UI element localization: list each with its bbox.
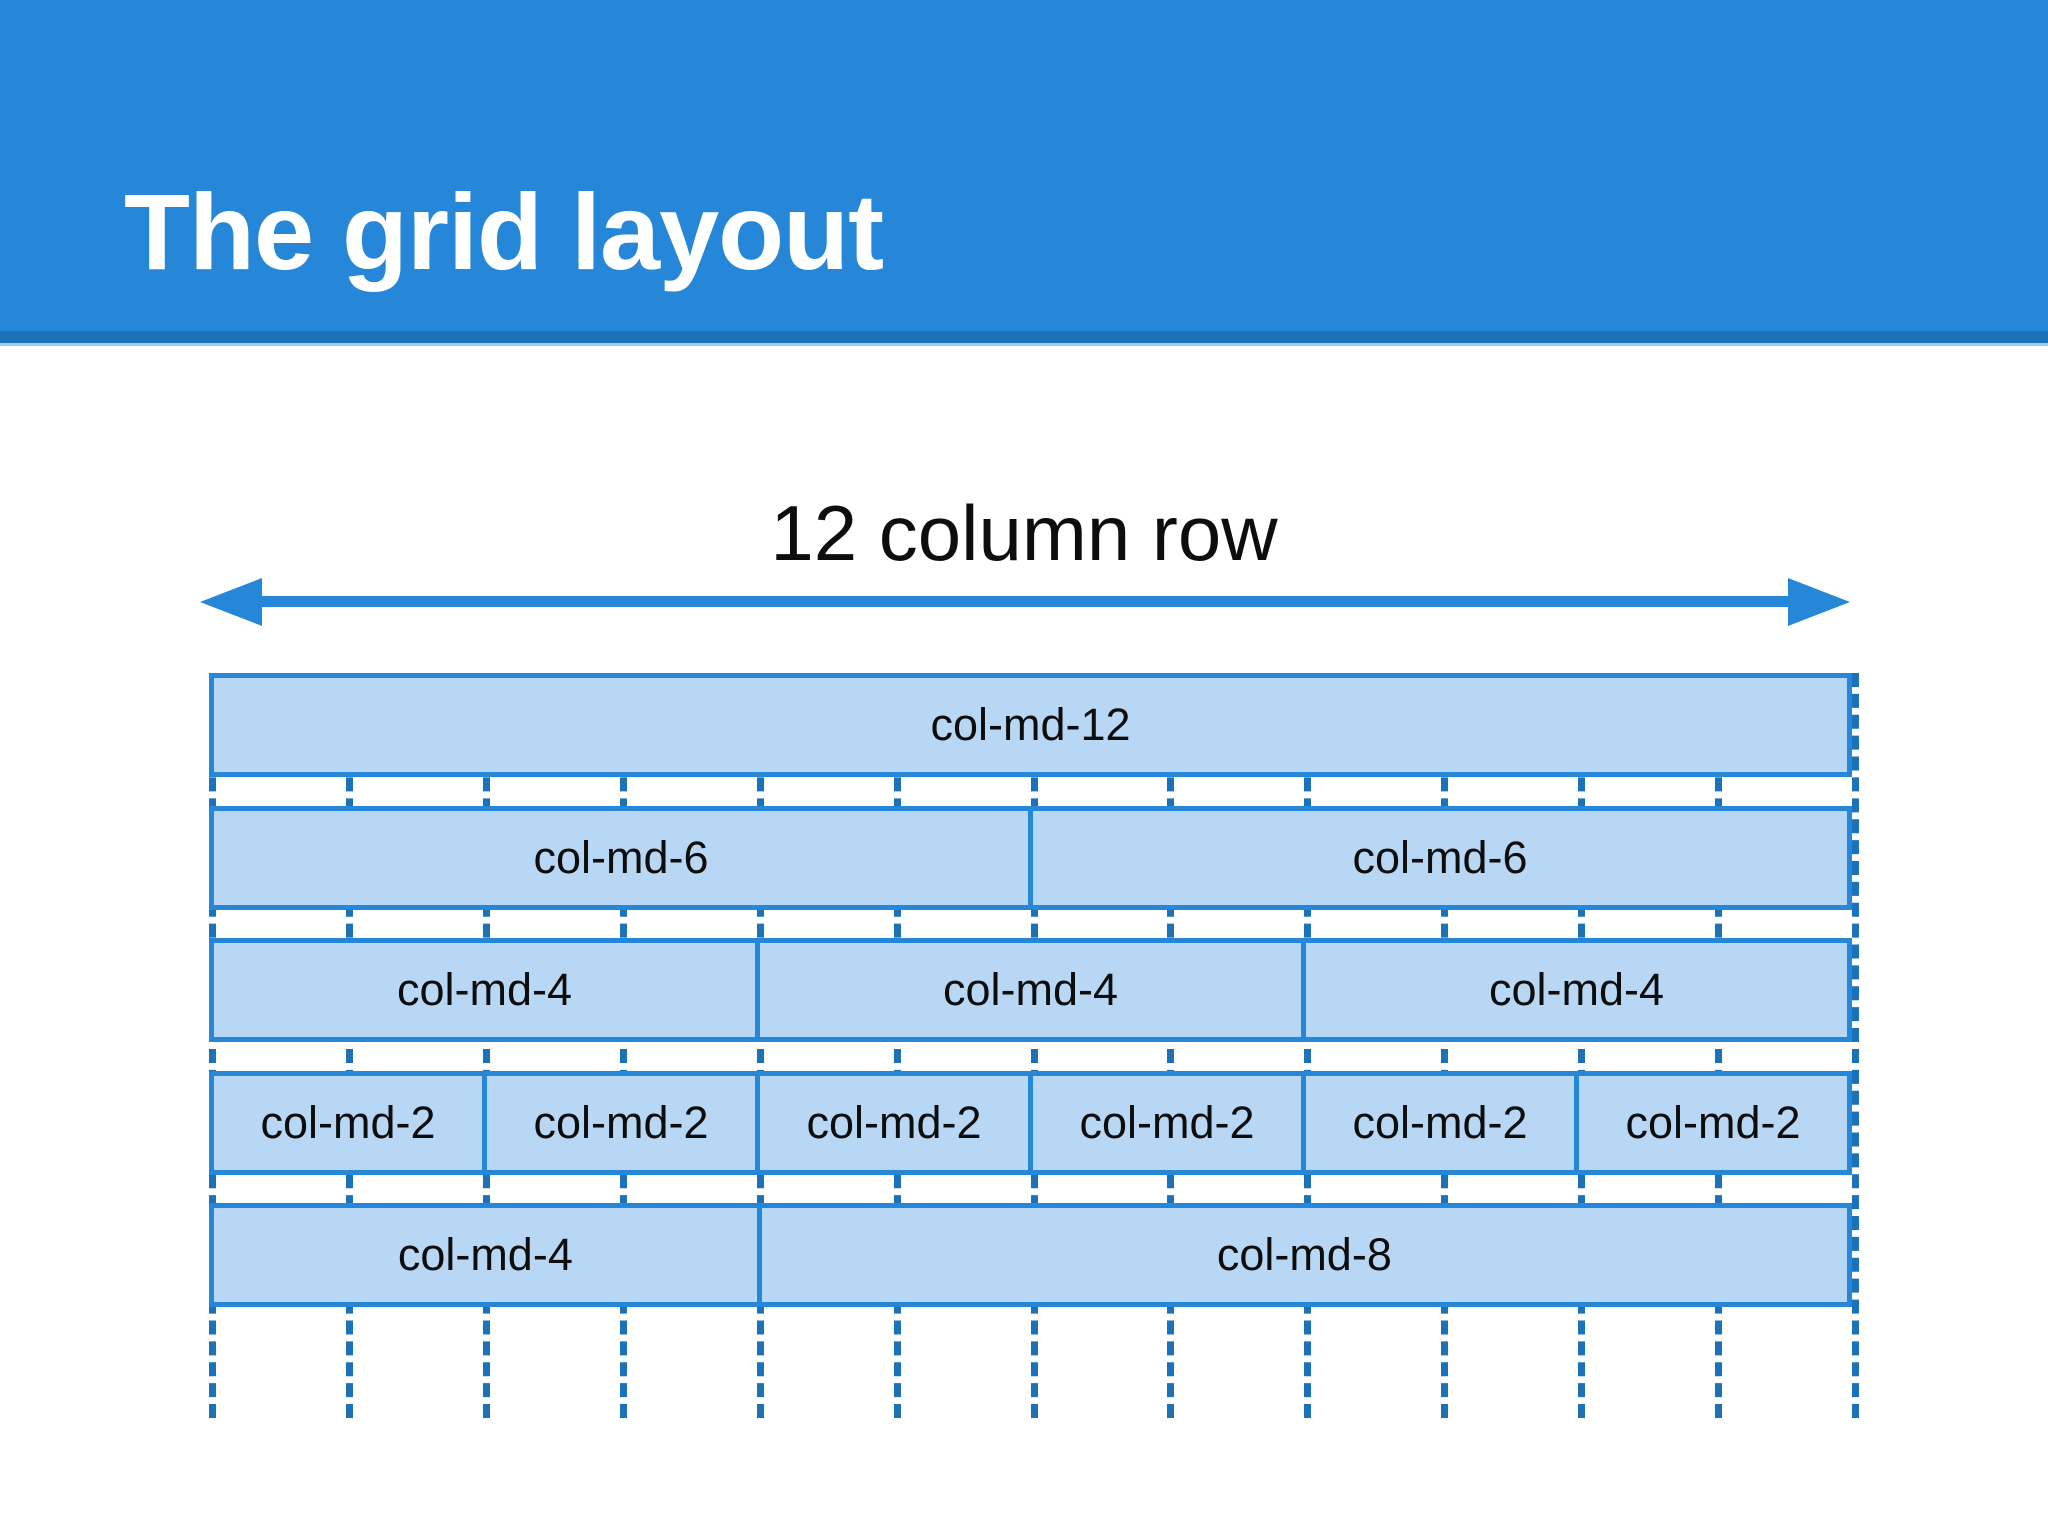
grid-diagram: col-md-12 col-md-6 col-md-6 col-md-4 col… bbox=[209, 673, 1859, 1418]
column-guide-line bbox=[893, 673, 901, 1418]
grid-cell-label: col-md-4 bbox=[1488, 964, 1665, 1015]
column-guide-line bbox=[209, 673, 216, 1418]
grid-cell-label: col-md-2 bbox=[533, 1097, 709, 1148]
grid-cell-label: col-md-2 bbox=[806, 1097, 982, 1148]
grid-cell[interactable]: col-md-4 bbox=[755, 938, 1306, 1042]
width-arrow bbox=[200, 578, 1850, 626]
page-title: The grid layout bbox=[124, 171, 884, 292]
column-guide-line bbox=[619, 673, 627, 1418]
column-guide-line bbox=[1715, 673, 1723, 1418]
grid-cell-label: col-md-2 bbox=[1625, 1097, 1801, 1148]
grid-cell[interactable]: col-md-8 bbox=[756, 1203, 1852, 1307]
grid-cell-label: col-md-8 bbox=[1216, 1229, 1392, 1280]
grid-cell-label: col-md-2 bbox=[260, 1097, 436, 1148]
slide-header-hairline bbox=[0, 343, 2048, 346]
grid-cell-label: col-md-12 bbox=[930, 699, 1131, 750]
grid-row-4: col-md-2 col-md-2 col-md-2 col-md-2 col-… bbox=[209, 1071, 1852, 1175]
column-guide-line bbox=[756, 673, 764, 1418]
column-guide-line bbox=[1304, 673, 1312, 1418]
arrow-right-head-icon bbox=[1788, 578, 1850, 626]
grid-cell[interactable]: col-md-4 bbox=[209, 938, 760, 1042]
column-guide-line bbox=[1030, 673, 1038, 1418]
grid-row-1: col-md-12 bbox=[209, 673, 1852, 777]
column-guide-line bbox=[1167, 673, 1175, 1418]
arrow-left-head-icon bbox=[200, 578, 262, 626]
grid-cell[interactable]: col-md-4 bbox=[209, 1203, 762, 1307]
column-guide-line bbox=[482, 673, 490, 1418]
grid-cell-label: col-md-6 bbox=[533, 832, 709, 883]
column-guide-line bbox=[1441, 673, 1449, 1418]
grid-cell[interactable]: col-md-2 bbox=[1574, 1071, 1852, 1175]
grid-cell-label: col-md-4 bbox=[942, 964, 1119, 1015]
grid-cell-label: col-md-4 bbox=[397, 1229, 573, 1280]
grid-cell-label: col-md-2 bbox=[1352, 1097, 1528, 1148]
grid-cell-label: col-md-2 bbox=[1079, 1097, 1255, 1148]
grid-cell[interactable]: col-md-6 bbox=[209, 806, 1033, 910]
grid-cell[interactable]: col-md-6 bbox=[1028, 806, 1852, 910]
slide-header-accent-stripe bbox=[0, 331, 2048, 343]
grid-cell-label: col-md-6 bbox=[1352, 832, 1528, 883]
column-guide-line bbox=[345, 673, 353, 1418]
column-guide-line bbox=[1852, 673, 1859, 1418]
grid-cell[interactable]: col-md-2 bbox=[482, 1071, 760, 1175]
grid-cell[interactable]: col-md-2 bbox=[1028, 1071, 1306, 1175]
grid-row-5: col-md-4 col-md-8 bbox=[209, 1203, 1852, 1307]
slide-header-band bbox=[0, 0, 2048, 331]
grid-row-2: col-md-6 col-md-6 bbox=[209, 806, 1852, 910]
grid-cell-label: col-md-4 bbox=[396, 964, 573, 1015]
slide-body: 12 column row col-md-12 col-md-6 col-md-… bbox=[0, 346, 2048, 1536]
grid-cell[interactable]: col-md-2 bbox=[1301, 1071, 1579, 1175]
arrow-shaft bbox=[260, 596, 1790, 607]
grid-cell[interactable]: col-md-12 bbox=[209, 673, 1852, 777]
diagram-caption: 12 column row bbox=[770, 489, 1278, 577]
grid-cell[interactable]: col-md-2 bbox=[209, 1071, 487, 1175]
grid-cell[interactable]: col-md-4 bbox=[1301, 938, 1852, 1042]
grid-row-3: col-md-4 col-md-4 col-md-4 bbox=[209, 938, 1852, 1042]
column-guide-line bbox=[1578, 673, 1586, 1418]
grid-cell[interactable]: col-md-2 bbox=[755, 1071, 1033, 1175]
